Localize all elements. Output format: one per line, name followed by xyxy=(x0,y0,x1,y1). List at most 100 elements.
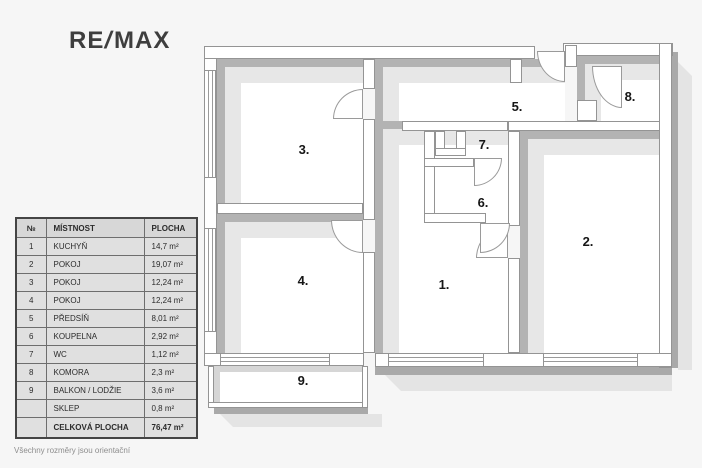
wall xyxy=(424,131,435,223)
table-total-row: CELKOVÁ PLOCHA 76,47 m² xyxy=(15,417,198,439)
cell-num: 6 xyxy=(15,327,47,346)
room-label-9: 9. xyxy=(297,373,309,388)
logo-max: MAX xyxy=(114,27,171,54)
cell-area: 12,24 m² xyxy=(143,273,198,292)
wall xyxy=(565,45,577,67)
cell-area: 2,3 m² xyxy=(143,363,198,382)
table-row: SKLEP 0,8 m² xyxy=(15,399,198,418)
window xyxy=(204,228,216,332)
col-header-num: № xyxy=(15,217,47,238)
table-row: 3 POKOJ 12,24 m² xyxy=(15,273,198,292)
room-label-4: 4. xyxy=(297,273,309,288)
table-row: 1 KUCHYŇ 14,7 m² xyxy=(15,237,198,256)
cell-room: KOUPELNA xyxy=(45,327,145,346)
cell-room: SKLEP xyxy=(45,399,145,418)
cell-area: 0,8 m² xyxy=(143,399,198,418)
room-label-1: 1. xyxy=(438,277,450,292)
shadow xyxy=(375,367,672,375)
window xyxy=(204,70,216,178)
table-row: 2 POKOJ 19,07 m² xyxy=(15,255,198,274)
table-header-row: № MÍSTNOST PLOCHA xyxy=(15,217,198,238)
table-row: 7 WC 1,12 m² xyxy=(15,345,198,364)
wall xyxy=(204,46,535,59)
wall xyxy=(508,131,520,226)
cell-area: 3,6 m² xyxy=(143,381,198,400)
cell-room: PŘEDSÍŇ xyxy=(45,309,145,328)
logo-re: RE xyxy=(69,27,105,54)
room-label-6: 6. xyxy=(477,195,489,210)
room-label-8: 8. xyxy=(624,89,636,104)
cell-area: 19,07 m² xyxy=(143,255,198,274)
wall xyxy=(424,213,486,223)
wall xyxy=(659,43,672,368)
table-row: 5 PŘEDSÍŇ 8,01 m² xyxy=(15,309,198,328)
col-header-area: PLOCHA xyxy=(143,217,198,238)
balcony-door-opening xyxy=(329,353,364,366)
wall xyxy=(510,59,522,83)
shadow xyxy=(385,375,672,391)
wall xyxy=(435,148,466,156)
cell-num: 8 xyxy=(15,363,47,382)
wall xyxy=(363,252,375,353)
table-row: 9 BALKON / LODŽIE 3,6 m² xyxy=(15,381,198,400)
wall xyxy=(208,402,368,408)
wall xyxy=(508,121,660,131)
shadow xyxy=(214,408,368,414)
wall xyxy=(363,59,375,89)
wall xyxy=(362,366,368,408)
table-row: 8 KOMORA 2,3 m² xyxy=(15,363,198,382)
wall xyxy=(363,119,375,220)
room-area-hall xyxy=(375,59,565,121)
cell-num: 1 xyxy=(15,237,47,256)
wall xyxy=(435,131,445,149)
cell-num: 9 xyxy=(15,381,47,400)
cell-area: 8,01 m² xyxy=(143,309,198,328)
wall xyxy=(204,353,221,366)
cell-room: KUCHYŇ xyxy=(45,237,145,256)
table-row: 4 POKOJ 12,24 m² xyxy=(15,291,198,310)
cell-area: 2,92 m² xyxy=(143,327,198,346)
wall xyxy=(424,158,474,167)
shadow xyxy=(678,62,692,370)
disclaimer-note: Všechny rozměry jsou orientační xyxy=(14,446,131,455)
col-header-room: MÍSTNOST xyxy=(45,217,145,238)
cell-num xyxy=(15,417,47,439)
window xyxy=(220,353,330,366)
cell-num: 2 xyxy=(15,255,47,274)
cell-area: 76,47 m² xyxy=(143,417,198,439)
room-label-2: 2. xyxy=(582,234,594,249)
room-label-3: 3. xyxy=(298,142,310,157)
shadow xyxy=(672,52,678,368)
shadow xyxy=(220,414,382,427)
cell-room: CELKOVÁ PLOCHA xyxy=(45,417,145,439)
wall xyxy=(577,100,597,121)
remax-logo: RE/MAX xyxy=(69,27,170,55)
room-label-7: 7. xyxy=(478,137,490,152)
window xyxy=(388,353,484,367)
window xyxy=(543,353,638,367)
cell-room: POKOJ xyxy=(45,273,145,292)
cell-area: 1,12 m² xyxy=(143,345,198,364)
cell-num: 7 xyxy=(15,345,47,364)
cell-room: POKOJ xyxy=(45,255,145,274)
room-area-2 xyxy=(520,131,659,353)
cell-num: 5 xyxy=(15,309,47,328)
cell-num: 3 xyxy=(15,273,47,292)
room-area-3 xyxy=(217,59,363,203)
wall xyxy=(508,258,520,353)
cell-room: BALKON / LODŽIE xyxy=(45,381,145,400)
wall xyxy=(456,131,466,149)
table-row: 6 KOUPELNA 2,92 m² xyxy=(15,327,198,346)
cell-num xyxy=(15,399,47,418)
cell-room: POKOJ xyxy=(45,291,145,310)
wall xyxy=(483,353,544,367)
cell-room: KOMORA xyxy=(45,363,145,382)
room-label-5: 5. xyxy=(511,99,523,114)
room-area-balcony xyxy=(214,366,362,402)
cell-num: 4 xyxy=(15,291,47,310)
cell-area: 14,7 m² xyxy=(143,237,198,256)
room-area-table: № MÍSTNOST PLOCHA 1 KUCHYŇ 14,7 m² 2 POK… xyxy=(15,217,198,439)
wall xyxy=(637,353,672,367)
wall xyxy=(217,203,363,214)
